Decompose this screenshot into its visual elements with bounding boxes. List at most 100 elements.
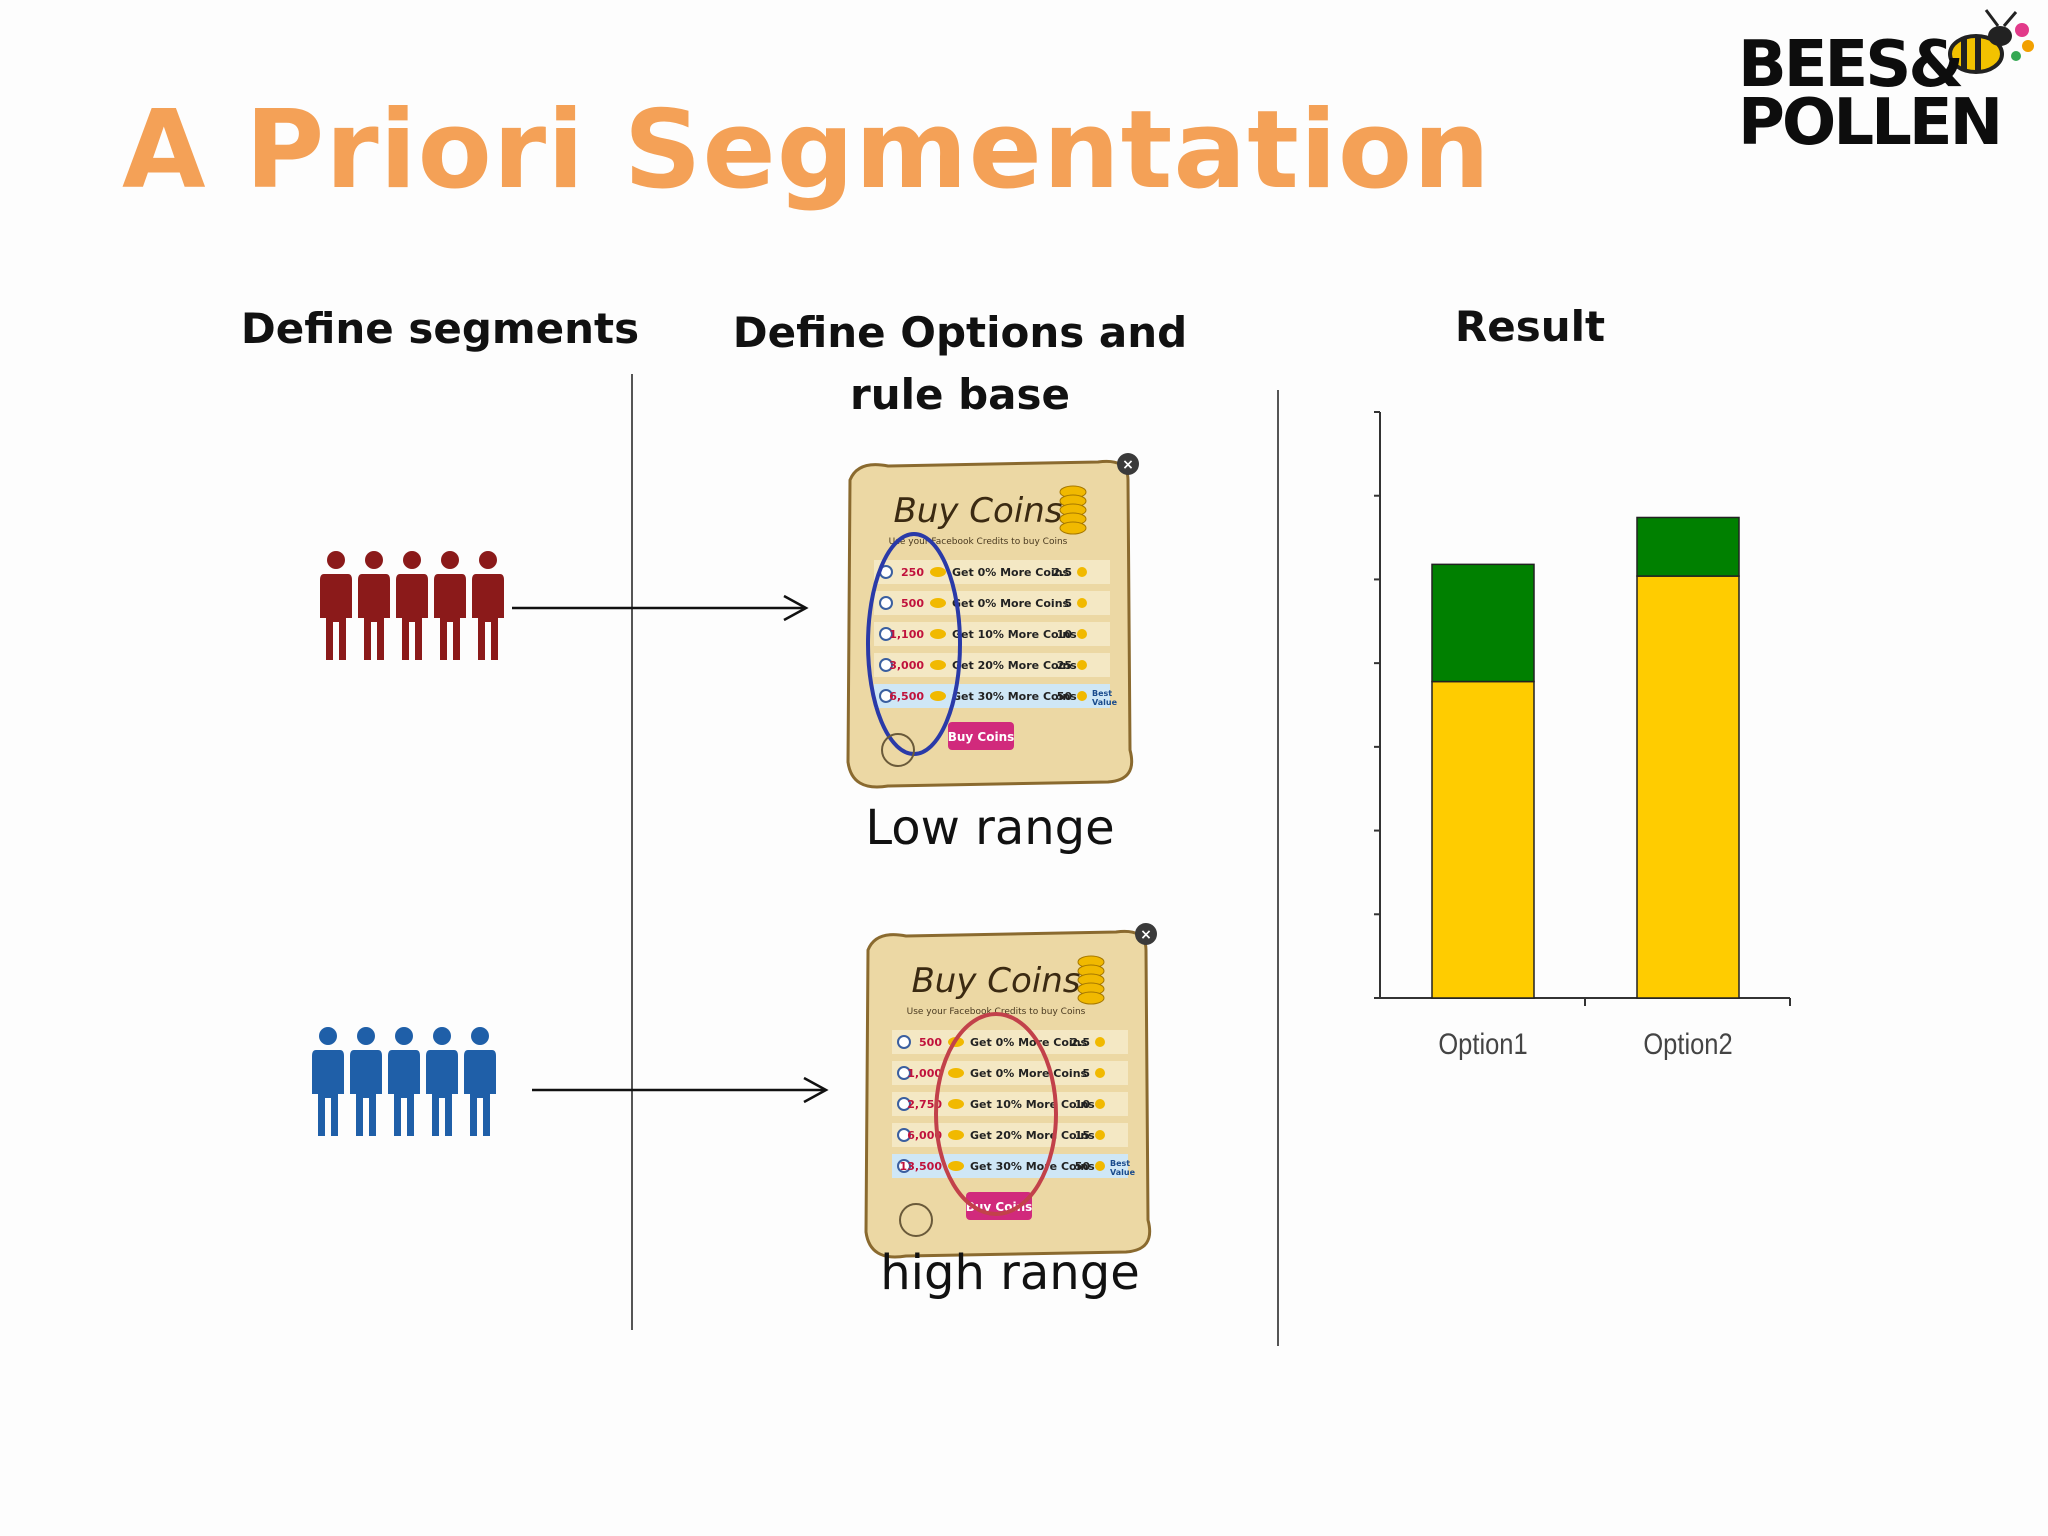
buy-coins-button[interactable] — [948, 722, 1014, 750]
bonus-text: Get 10% More Coins — [970, 1098, 1095, 1111]
column-divider-left — [631, 374, 633, 1330]
bonus-text: Get 0% More Coins — [952, 597, 1070, 610]
coin-amount: 500 — [919, 1036, 942, 1049]
coin-icon — [948, 1068, 964, 1078]
radio-button[interactable] — [879, 658, 893, 672]
radio-button[interactable] — [897, 1097, 911, 1111]
close-glyph: × — [1122, 457, 1134, 473]
compass-icon — [881, 733, 915, 767]
panel-heading: Buy Coins — [911, 961, 1080, 1001]
coin-amount: 3,000 — [889, 659, 924, 672]
bar-segment — [1431, 563, 1535, 683]
coin-option-row[interactable] — [892, 1154, 1128, 1178]
arrow-high — [532, 1076, 829, 1104]
coin-amount: 250 — [901, 566, 924, 579]
price-text: 15 — [1075, 1129, 1090, 1142]
arrow-low — [512, 594, 809, 622]
bees-and-pollen-logo: BEES& POLLEN — [1738, 6, 2038, 166]
bonus-text: Get 30% More Coins — [970, 1160, 1095, 1173]
coin-amount: 1,000 — [907, 1067, 942, 1080]
coin-option-row[interactable] — [874, 622, 1110, 646]
coin-amount: 6,500 — [889, 690, 924, 703]
panel-heading: Buy Coins — [893, 491, 1062, 531]
radio-button[interactable] — [879, 596, 893, 610]
radio-button[interactable] — [897, 1159, 911, 1173]
column-heading-segments: Define segments — [240, 304, 640, 353]
close-glyph: × — [1140, 927, 1152, 943]
coin-icon — [930, 691, 946, 701]
person-icon — [426, 1027, 458, 1136]
price-text: 50 — [1057, 690, 1073, 703]
panel-subheading: Use your Facebook Credits to buy Coins — [907, 1007, 1086, 1017]
people-icons — [312, 1027, 496, 1136]
person-icon — [312, 1027, 344, 1136]
radio-button[interactable] — [879, 627, 893, 641]
caption-low-range: Low range — [865, 800, 1115, 856]
column-divider-right — [1277, 390, 1279, 1346]
coin-option-row[interactable] — [874, 653, 1110, 677]
person-icon — [464, 1027, 496, 1136]
credit-icon — [1095, 1099, 1105, 1109]
price-text: 5 — [1064, 597, 1072, 610]
bee-icon — [1948, 9, 2034, 74]
bonus-text: Get 0% More Coins — [952, 566, 1070, 579]
credit-icon — [1095, 1161, 1105, 1171]
credit-icon — [1077, 598, 1087, 608]
price-text: 2.5 — [1053, 566, 1073, 579]
close-icon[interactable] — [1135, 923, 1157, 945]
person-icon — [358, 551, 390, 660]
highlight-circle — [934, 1012, 1058, 1216]
price-text: 2.5 — [1071, 1036, 1091, 1049]
radio-button[interactable] — [897, 1066, 911, 1080]
coin-stack-icon — [1077, 991, 1105, 1005]
coin-option-row[interactable] — [874, 560, 1110, 584]
caption-high-range: high range — [880, 1245, 1140, 1301]
segment-group-low — [318, 548, 512, 664]
person-icon — [320, 551, 352, 660]
logo-line1: BEES& — [1738, 28, 1964, 102]
credit-icon — [1077, 660, 1087, 670]
price-text: 50 — [1075, 1160, 1091, 1173]
x-tick-label: Option1 — [1438, 1027, 1527, 1060]
bonus-text: Get 0% More Coins — [970, 1036, 1088, 1049]
bonus-text: Get 20% More Coins — [952, 659, 1077, 672]
credit-icon — [1077, 629, 1087, 639]
price-text: 10 — [1057, 628, 1073, 641]
coin-icon — [948, 1099, 964, 1109]
coin-icon — [930, 598, 946, 608]
coin-amount: 2,750 — [907, 1098, 942, 1111]
slide-title: A Priori Segmentation — [122, 88, 1491, 213]
coin-option-row[interactable] — [892, 1092, 1128, 1116]
person-icon — [388, 1027, 420, 1136]
bonus-text: Get 30% More Coins — [952, 690, 1077, 703]
coin-amount: 13,500 — [900, 1160, 943, 1173]
coin-option-row[interactable] — [874, 684, 1110, 708]
person-icon — [350, 1027, 382, 1136]
people-icons — [320, 551, 504, 660]
coin-option-row[interactable] — [892, 1030, 1128, 1054]
coin-amount: 1,100 — [889, 628, 924, 641]
bonus-text: Get 20% More Coins — [970, 1129, 1095, 1142]
coin-amount: 500 — [901, 597, 924, 610]
radio-button[interactable] — [897, 1035, 911, 1049]
close-icon[interactable] — [1117, 453, 1139, 475]
bar-segment — [1636, 516, 1740, 577]
person-icon — [396, 551, 428, 660]
buy-coins-button-label: Buy Coins — [948, 730, 1015, 744]
bar-segment — [1636, 575, 1740, 999]
person-icon — [434, 551, 466, 660]
logo-line2: POLLEN — [1738, 86, 2003, 160]
coin-option-row[interactable] — [874, 591, 1110, 615]
coin-stack-icon — [1059, 521, 1087, 535]
price-text: 5 — [1082, 1067, 1090, 1080]
credit-icon — [1095, 1068, 1105, 1078]
radio-button[interactable] — [897, 1128, 911, 1142]
price-text: 25 — [1057, 659, 1072, 672]
radio-button[interactable] — [879, 689, 893, 703]
credit-icon — [1077, 567, 1087, 577]
coin-option-row[interactable] — [892, 1123, 1128, 1147]
coin-option-row[interactable] — [892, 1061, 1128, 1085]
